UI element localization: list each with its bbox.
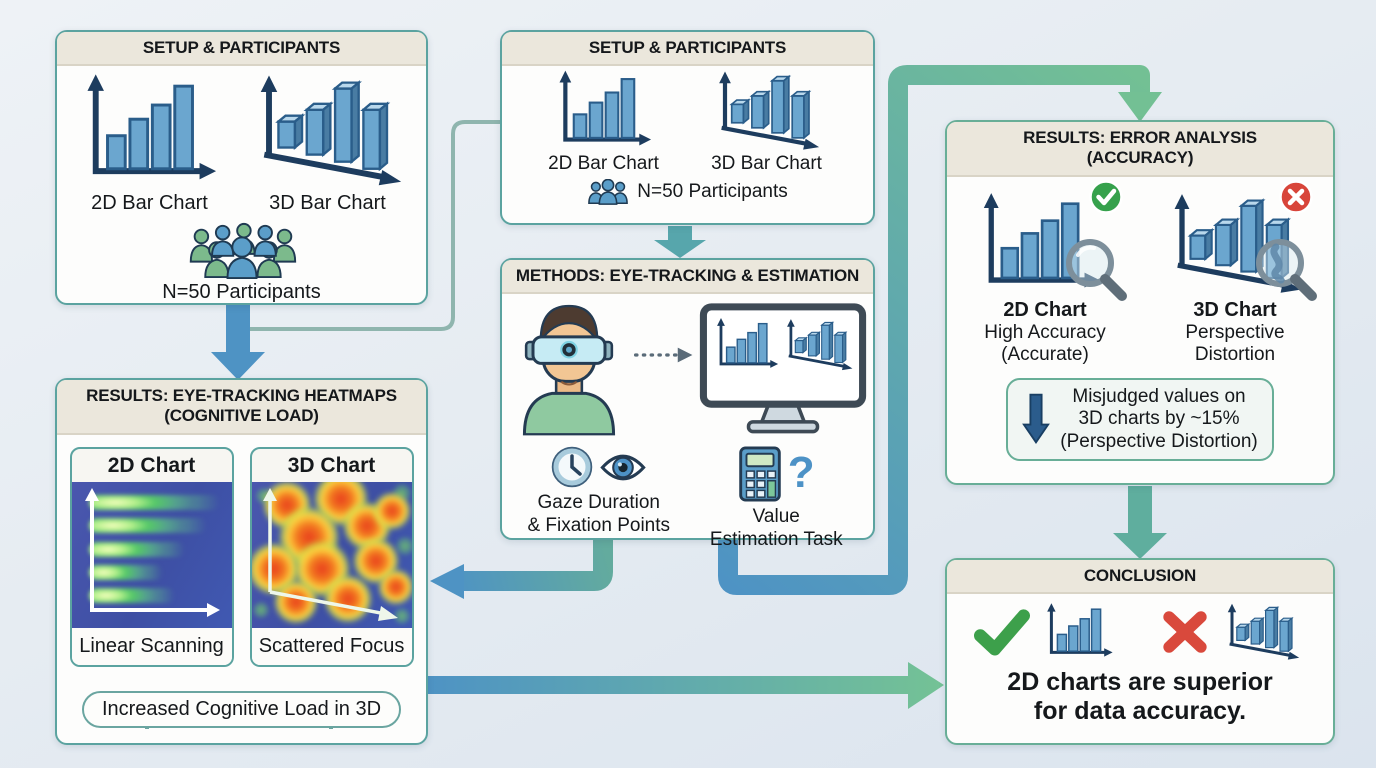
error-3d-name: 3D Chart	[1193, 298, 1277, 321]
2d-bar-chart-icon	[75, 72, 225, 190]
box-setup-participants-left: SETUP & PARTICIPANTS 2D Bar Chart 3D Bar…	[55, 30, 428, 305]
box-title: RESULTS: ERROR ANALYSIS (ACCURACY)	[947, 122, 1333, 177]
cognitive-load-callout: Increased Cognitive Load in 3D	[81, 690, 402, 728]
monitor-with-charts-icon	[699, 302, 867, 440]
heatmap-2d-title: 2D Chart	[107, 453, 196, 477]
box-setup-participants-mid: SETUP & PARTICIPANTS 2D Bar Chart 3D Bar…	[500, 30, 875, 225]
arrow-error-to-conclusion	[1113, 486, 1167, 559]
3d-bar-chart-icon	[247, 72, 409, 190]
heatmap-2d-label: Linear Scanning	[71, 627, 232, 665]
participants-small-icon	[587, 179, 629, 205]
conclusion-text: 2D charts are superior for data accuracy…	[1007, 668, 1273, 725]
connector-methods-to-heatmaps	[462, 540, 613, 591]
cross-icon	[1160, 609, 1210, 655]
box-results-error-analysis: RESULTS: ERROR ANALYSIS (ACCURACY) 2D C	[945, 120, 1335, 485]
box-title: RESULTS: EYE-TRACKING HEATMAPS (COGNITIV…	[57, 380, 426, 435]
participants-group-icon	[176, 221, 308, 279]
heatmap-3d-label: Scattered Focus	[251, 627, 412, 665]
heatmap-3d-card: 3D Chart	[249, 446, 414, 667]
eye-icon	[599, 451, 647, 484]
clock-icon	[551, 446, 593, 488]
value-estimation-label: Value Estimation Task	[709, 506, 843, 550]
error-3d-desc: Perspective	[1185, 321, 1285, 343]
box-results-heatmaps: RESULTS: EYE-TRACKING HEATMAPS (COGNITIV…	[55, 378, 428, 745]
arrowhead-methods-to-heatmaps	[430, 564, 464, 599]
participants-label: N=50 Participants	[162, 281, 321, 304]
error-3d-desc: Distortion	[1194, 343, 1276, 365]
check-icon	[974, 608, 1030, 656]
box-title: CONCLUSION	[947, 560, 1333, 595]
3d-bar-chart-icon	[703, 69, 831, 153]
error-3d-figure: 3D Chart Perspective Distortion	[1149, 191, 1321, 366]
chart-2d-label: 2D Bar Chart	[548, 153, 659, 175]
box-title: SETUP & PARTICIPANTS	[57, 32, 426, 67]
down-arrow-icon	[1022, 392, 1050, 446]
box-methods: METHODS: EYE-TRACKING & ESTIMATION G	[500, 258, 875, 550]
heatmap-3d-axis	[262, 487, 398, 621]
arrow-setupmid-to-methods	[654, 226, 706, 258]
connector-methods-to-error	[718, 65, 1150, 595]
misjudged-values-text: Misjudged values on 3D charts by ~15% (P…	[1060, 385, 1258, 452]
check-badge-icon	[1088, 179, 1124, 215]
calculator-icon	[738, 446, 782, 502]
gaze-dotted-arrow-icon	[633, 348, 692, 363]
participants-label: N=50 Participants	[637, 181, 788, 203]
box-title: SETUP & PARTICIPANTS	[502, 32, 873, 67]
arrow-heatmaps-to-conclusion	[428, 662, 944, 709]
misjudged-values-callout: Misjudged values on 3D charts by ~15% (P…	[1006, 377, 1274, 461]
error-2d-desc: High Accuracy	[984, 321, 1106, 343]
box-conclusion: CONCLUSION 2D charts are superior for da…	[945, 558, 1335, 745]
error-2d-name: 2D Chart	[1003, 298, 1087, 321]
gaze-duration-item: Gaze Duration & Fixation Points	[510, 446, 688, 551]
2d-bar-chart-icon	[545, 69, 663, 153]
arrow-setupleft-to-heatmaps	[211, 304, 265, 380]
magnifier-distortion-icon	[1256, 238, 1317, 301]
chart-3d-label: 3D Bar Chart	[711, 153, 822, 175]
eye-tracking-participant-icon	[509, 302, 629, 436]
arrowhead-methods-to-error	[1118, 92, 1162, 122]
question-mark-icon: ?	[787, 448, 815, 498]
value-estimation-item: ? Value Estimation Task	[688, 446, 866, 551]
heatmap-2d-image	[71, 481, 232, 628]
connector-setupleft-to-setupmid	[250, 120, 501, 331]
cross-badge-icon	[1278, 179, 1314, 215]
3d-bar-chart-icon	[1218, 602, 1306, 662]
heatmap-3d-image	[251, 481, 412, 628]
box-title: METHODS: EYE-TRACKING & ESTIMATION	[502, 260, 873, 295]
chart-2d-label: 2D Bar Chart	[91, 192, 208, 215]
heatmap-2d-axis	[84, 487, 220, 617]
error-2d-desc: (Accurate)	[1001, 343, 1089, 365]
chart-3d-label: 3D Bar Chart	[269, 192, 386, 215]
heatmap-2d-card: 2D Chart Linear Scanning	[69, 446, 234, 667]
error-2d-figure: 2D Chart High Accuracy (Accurate)	[959, 191, 1131, 366]
gaze-duration-label: Gaze Duration & Fixation Points	[527, 492, 671, 536]
heatmap-3d-title: 3D Chart	[287, 453, 376, 477]
magnifier-icon	[1066, 238, 1127, 301]
2d-bar-chart-icon	[1038, 602, 1120, 662]
